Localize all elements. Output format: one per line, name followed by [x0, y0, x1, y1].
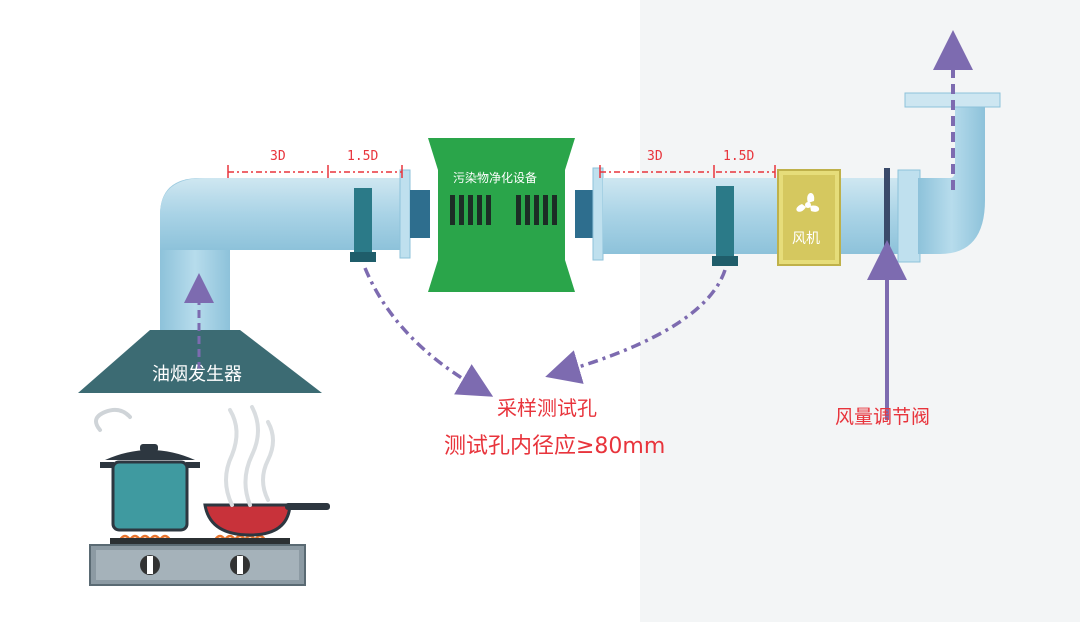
purifier-label: 污染物净化设备 — [453, 171, 538, 185]
sampling-hole-label: 采样测试孔 — [497, 396, 597, 420]
hood-label: 油烟发生器 — [152, 364, 242, 385]
steam-icon — [94, 405, 275, 507]
fan-label: 风机 — [792, 231, 820, 247]
purifier-device — [428, 138, 575, 292]
stove — [89, 534, 306, 586]
dim-upstream-3d: 3D — [270, 149, 286, 164]
dim-upstream-15d: 1.5D — [347, 149, 379, 164]
duct-left — [160, 169, 430, 330]
fan-icon — [796, 192, 820, 212]
sampling-hole-spec: 测试孔内径应≥80mm — [444, 434, 666, 459]
valve-label: 风量调节阀 — [835, 406, 931, 428]
dim-downstream-15d: 1.5D — [723, 149, 755, 164]
sampling-port-2 — [712, 186, 738, 266]
air-volume-valve — [867, 168, 907, 420]
sampling-port-1 — [350, 188, 376, 262]
fan-unit — [777, 169, 841, 266]
sampling-arrow-2 — [545, 269, 727, 384]
sampling-arrow-1 — [363, 267, 494, 397]
background-panel — [640, 0, 1080, 622]
dim-downstream-3d: 3D — [647, 149, 663, 164]
pot — [100, 444, 200, 532]
frying-pan — [203, 503, 330, 537]
